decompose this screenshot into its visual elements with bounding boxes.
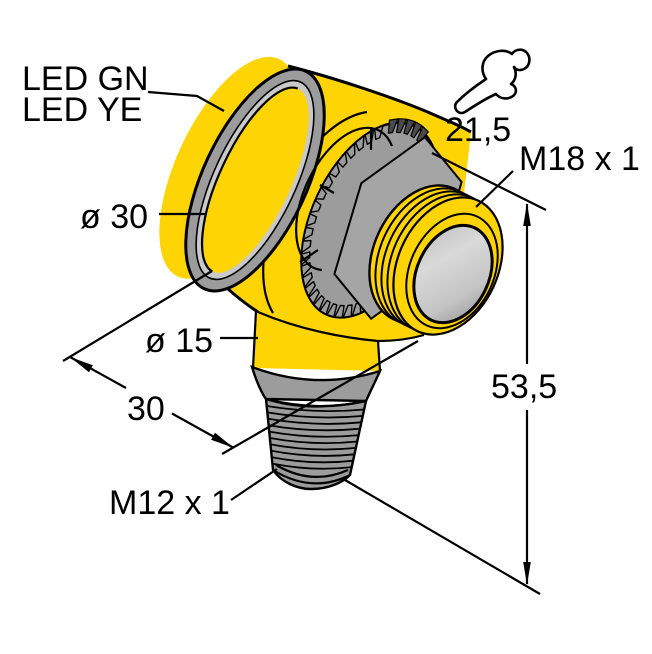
label-barrel-thread: M18 x 1 (519, 140, 640, 178)
arrowhead-height-top (523, 203, 531, 226)
label-overall-height: 53,5 (491, 368, 557, 406)
label-stem-length: 30 (127, 390, 165, 428)
arrowhead-30-upper (70, 357, 93, 373)
label-wrench-size: 21,5 (445, 111, 511, 149)
label-stem-diameter: ø 15 (145, 322, 213, 360)
connector-thread-leader (230, 468, 278, 501)
label-connector-thread: M12 x 1 (109, 484, 230, 522)
sensor-illustration (159, 56, 504, 491)
label-led-yellow: LED YE (22, 91, 142, 129)
head-top-silhouette (287, 64, 472, 134)
head-underside-silhouette (377, 333, 425, 343)
height-extension-bottom (344, 479, 541, 595)
head-stem-junction (257, 310, 379, 343)
m12-bottom-rim (272, 469, 351, 485)
knurl-teeth-shadow (387, 118, 429, 144)
arrowhead-30-lower (211, 432, 234, 448)
m12-bottom-inner-rim (275, 464, 349, 479)
knurl-inner-edge (295, 126, 394, 272)
bezel-face (201, 87, 309, 273)
m12-thread-lines (266, 405, 365, 470)
connector-cone (250, 365, 383, 403)
knurl-teeth (300, 125, 384, 319)
stem-length-extension-lower (221, 340, 419, 455)
led-leader-line (147, 90, 225, 112)
wrench-icon (453, 48, 531, 115)
stem-length-extension-upper (62, 270, 213, 362)
bezel-face-edge (200, 86, 299, 273)
stem-right-edge (376, 340, 382, 372)
m12-top-edge (265, 397, 367, 408)
stem-left-edge (251, 310, 258, 369)
height-extension-top (431, 152, 547, 211)
sensor-stem (253, 311, 380, 371)
lens (412, 223, 494, 325)
label-head-diameter: ø 30 (80, 198, 148, 236)
arrowhead-height-bottom (523, 562, 531, 585)
label-led-green: LED GN (22, 60, 149, 98)
knurl-facet-lines (299, 128, 373, 263)
dimension-annotations: LED GN LED YE ø 30 ø 15 30 M12 x 1 21,5 … (22, 48, 640, 595)
barrel-thread-leader (475, 170, 514, 208)
